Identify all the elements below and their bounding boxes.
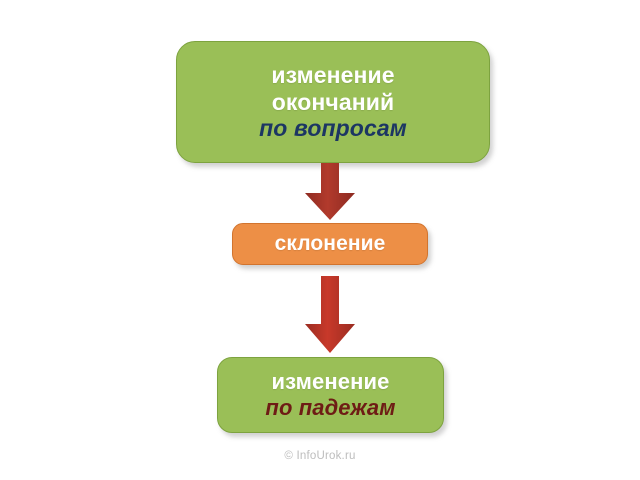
node-line-3: по вопросам xyxy=(259,115,407,142)
watermark-text: © InfoUrok.ru xyxy=(284,450,356,462)
node-line-2: окончаний xyxy=(271,88,395,115)
node-line-1: изменение xyxy=(271,61,395,88)
down-arrow-icon xyxy=(303,163,357,221)
flow-node-change-endings: изменение окончаний по вопросам xyxy=(176,41,490,163)
node-line-2: по падежам xyxy=(265,395,396,420)
flow-node-declension: склонение xyxy=(232,223,428,265)
node-line-1: склонение xyxy=(274,231,386,255)
node-line-1: изменение xyxy=(271,369,390,395)
flow-node-change-cases: изменение по падежам xyxy=(217,357,444,433)
down-arrow-icon xyxy=(303,276,357,354)
